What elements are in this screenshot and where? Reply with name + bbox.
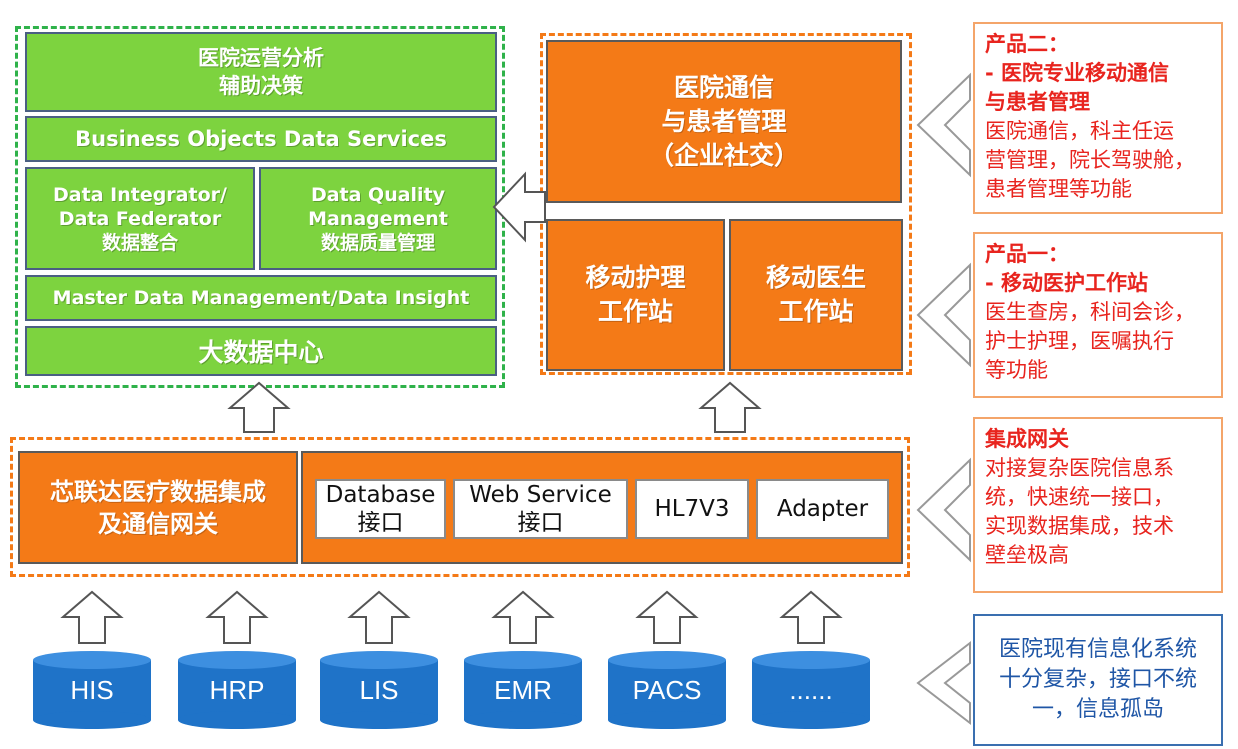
system-label: ...... [789,675,833,705]
integrator-box: Data Integrator/ Data Federator 数据整合 [25,167,255,270]
up-arrow-emr [491,590,555,644]
note-legacy: 医院现有信息化系统 十分复杂，接口不统 一，信息孤岛 [973,614,1223,746]
database-interface: Database 接口 [315,479,446,539]
hl7v3-interface: HL7V3 [635,479,749,539]
system-label: HIS [70,675,114,705]
system-label: EMR [494,675,552,705]
cylinder-hrp [178,651,296,729]
cylinder-pacs [608,651,726,729]
quality-box: Data Quality Management 数据质量管理 [259,167,497,270]
mdm-box: Master Data Management/Data Insight [25,275,497,321]
system-pacs: PACS [608,651,726,729]
cylinder-his [33,651,151,729]
comm-box: 医院通信 与患者管理 （企业社交） [546,40,902,203]
up-arrow-pacs [635,590,699,644]
note-product1-body: 医生查房，科间会诊， 护士护理，医嘱执行 等功能 [985,300,1195,382]
cylinders [33,651,870,729]
webservice-interface: Web Service 接口 [453,479,628,539]
up-arrow-his [60,590,124,644]
analysis-box: 医院运营分析 辅助决策 [25,32,497,112]
up-arrow-more [779,590,843,644]
chevron-product1 [916,262,971,368]
note-gateway-body: 对接复杂医院信息系 统，快速统一接口， 实现数据集成，技术 壁垒极高 [985,456,1174,567]
note-product1: 产品一： - 移动医护工作站 医生查房，科间会诊， 护士护理，医嘱执行 等功能 [973,232,1223,398]
cylinder-more [752,651,870,729]
left-arrow-into-bigdata [492,171,546,243]
chevron-product2 [916,72,971,178]
gateway-container [10,437,910,577]
cylinder-emr [464,651,582,729]
cylinder-lis [320,651,438,729]
up-arrow-lis [347,590,411,644]
note-product2-title: 产品二： - 医院专业移动通信 与患者管理 [985,32,1170,114]
chevron-legacy [916,640,971,726]
nursing-box: 移动护理 工作站 [546,219,725,371]
doctor-box: 移动医生 工作站 [729,219,903,371]
system-label: LIS [359,675,399,705]
system-label: HRP [209,675,265,705]
note-gateway: 集成网关 对接复杂医院信息系 统，快速统一接口， 实现数据集成，技术 壁垒极高 [973,417,1223,593]
system-his: HIS [33,651,151,729]
chevron-gateway [916,457,971,563]
bigdata-center-box: 大数据中心 [25,326,497,376]
system-hrp: HRP [178,651,296,729]
up-arrow-to-mobile [698,381,762,433]
system-more: ...... [752,651,870,729]
note-gateway-title: 集成网关 [985,427,1069,451]
note-product1-title: 产品一： - 移动医护工作站 [985,242,1149,295]
note-product2: 产品二： - 医院专业移动通信 与患者管理 医院通信，科主任运 营管理，院长驾驶… [973,22,1223,214]
bods-box: Business Objects Data Services [25,116,497,162]
adapter-interface: Adapter [756,479,889,539]
up-arrow-to-bigdata [227,381,291,433]
system-label: PACS [632,675,702,705]
up-arrow-hrp [205,590,269,644]
system-emr: EMR [464,651,582,729]
note-product2-body: 医院通信，科主任运 营管理，院长驾驶舱， 患者管理等功能 [985,119,1195,201]
system-lis: LIS [320,651,438,729]
gateway-title-box: 芯联达医疗数据集成 及通信网关 [18,451,298,564]
